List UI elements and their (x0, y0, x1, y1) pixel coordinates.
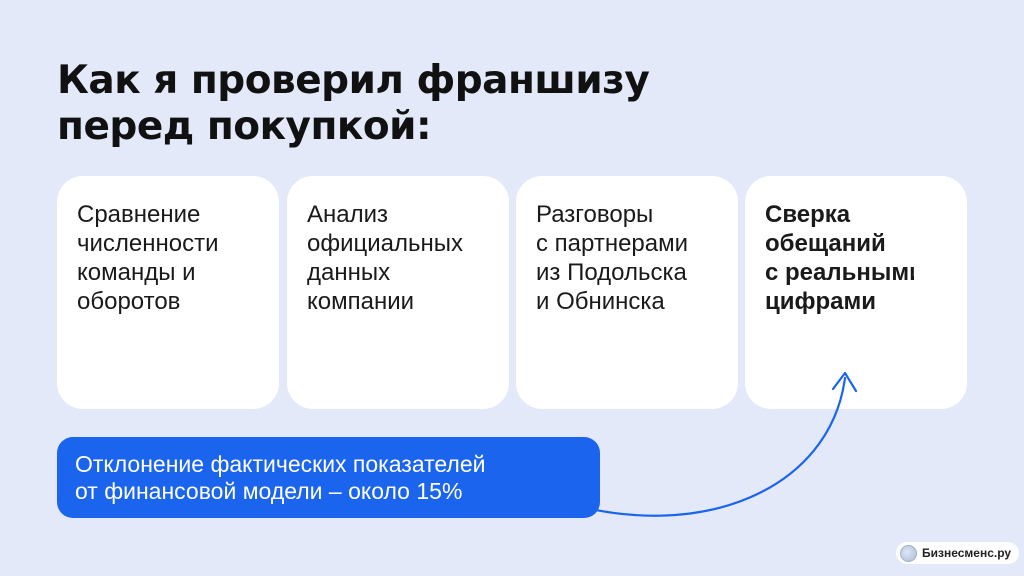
brand-logo: Бизнесменс.ру (896, 542, 1020, 564)
step-card-line: оборотов (77, 288, 181, 315)
step-card-line: Сверка (765, 201, 851, 228)
step-card-line: с реальными (765, 259, 924, 286)
step-card-line: цифрами (765, 288, 877, 315)
step-card-line: компании (307, 288, 415, 315)
title-line-1: Как я проверил франшизу (57, 58, 650, 103)
step-card-line: с партнерами (536, 230, 689, 257)
step-card-text: Сверка обещаний с реальными цифрами (765, 200, 947, 316)
callout-line-1: Отклонение фактических показателей (75, 451, 486, 477)
globe-icon (900, 544, 917, 562)
page-title: Как я проверил франшизу перед покупкой: (57, 58, 650, 150)
result-callout: Отклонение фактических показателей от фи… (57, 437, 600, 518)
step-card-2: Анализ официальных данных компании (287, 176, 509, 409)
step-card-line: официальных (307, 230, 464, 257)
step-card-text: Анализ официальных данных компании (307, 200, 489, 316)
step-card-line: численности (77, 230, 219, 257)
step-card-line: Анализ (307, 201, 389, 228)
step-card-line: Сравнение (77, 201, 201, 228)
step-card-line: данных (307, 259, 391, 286)
title-line-2: перед покупкой: (57, 104, 432, 149)
callout-line-2: от финансовой модели – около 15% (75, 478, 463, 504)
step-card-line: и Обнинска (536, 288, 665, 315)
step-card-line: Разговоры (536, 201, 654, 228)
step-card-text: Разговоры с партнерами из Подольска и Об… (536, 200, 718, 316)
step-card-line: обещаний (765, 230, 886, 257)
step-card-line: команды и (77, 259, 196, 286)
step-card-text: Сравнение численности команды и оборотов (77, 200, 259, 316)
next-card-peek (914, 176, 966, 409)
step-card-3: Разговоры с партнерами из Подольска и Об… (516, 176, 738, 409)
brand-logo-text: Бизнесменс.ру (922, 546, 1012, 560)
step-card-line: из Подольска (536, 259, 687, 286)
step-card-1: Сравнение численности команды и оборотов (57, 176, 279, 409)
